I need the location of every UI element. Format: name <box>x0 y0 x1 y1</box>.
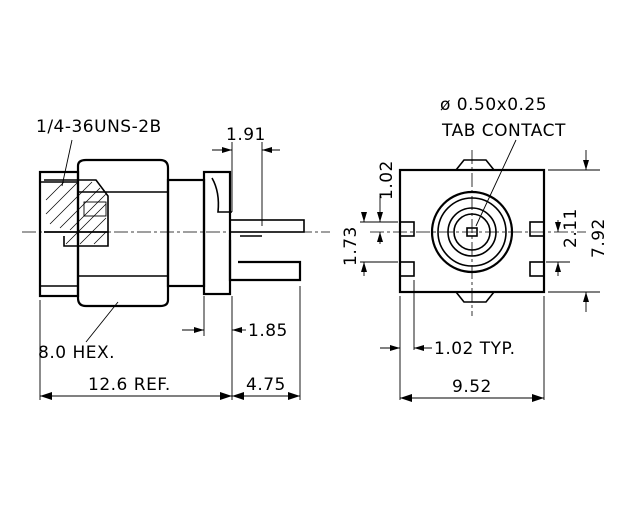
front-view <box>360 139 600 402</box>
section-hatch <box>44 179 109 247</box>
dimension-labels: 1/4-36UNS-2B 1.91 ø 0.50x0.25 TAB CONTAC… <box>36 95 609 397</box>
dim-1-85-label: 1.85 <box>248 321 288 341</box>
dim-7-92-label: 7.92 <box>589 218 609 258</box>
thread-leader <box>61 139 73 187</box>
hex-size-label: 8.0 HEX. <box>38 343 115 363</box>
thread-spec-label: 1/4-36UNS-2B <box>36 117 162 137</box>
top-tab <box>455 159 495 171</box>
center-pin <box>229 219 305 233</box>
tab-contact-size-label: ø 0.50x0.25 <box>440 95 547 115</box>
dim-4-75-label: 4.75 <box>246 375 286 395</box>
dim-9-52-label: 9.52 <box>452 377 492 397</box>
body-flange <box>166 178 206 288</box>
hex-leader <box>85 301 119 343</box>
dim-1-91-label: 1.91 <box>226 125 266 145</box>
tab-contact-leader <box>475 139 517 227</box>
dim-12-6-ref-label: 12.6 REF. <box>88 375 171 395</box>
dim-1-02-label: 1.02 <box>377 160 397 200</box>
dim-1-02-typ-label: 1.02 TYP. <box>434 339 516 359</box>
mounting-block <box>202 170 232 296</box>
dim-2-11-label: 2.11 <box>561 208 581 248</box>
hex-nut <box>76 158 170 308</box>
bottom-tab <box>455 291 495 303</box>
tab-contact-label: TAB CONTACT <box>441 121 566 141</box>
side-view <box>22 139 330 400</box>
thread-section <box>38 170 80 298</box>
dim-1-73-label: 1.73 <box>341 226 361 266</box>
